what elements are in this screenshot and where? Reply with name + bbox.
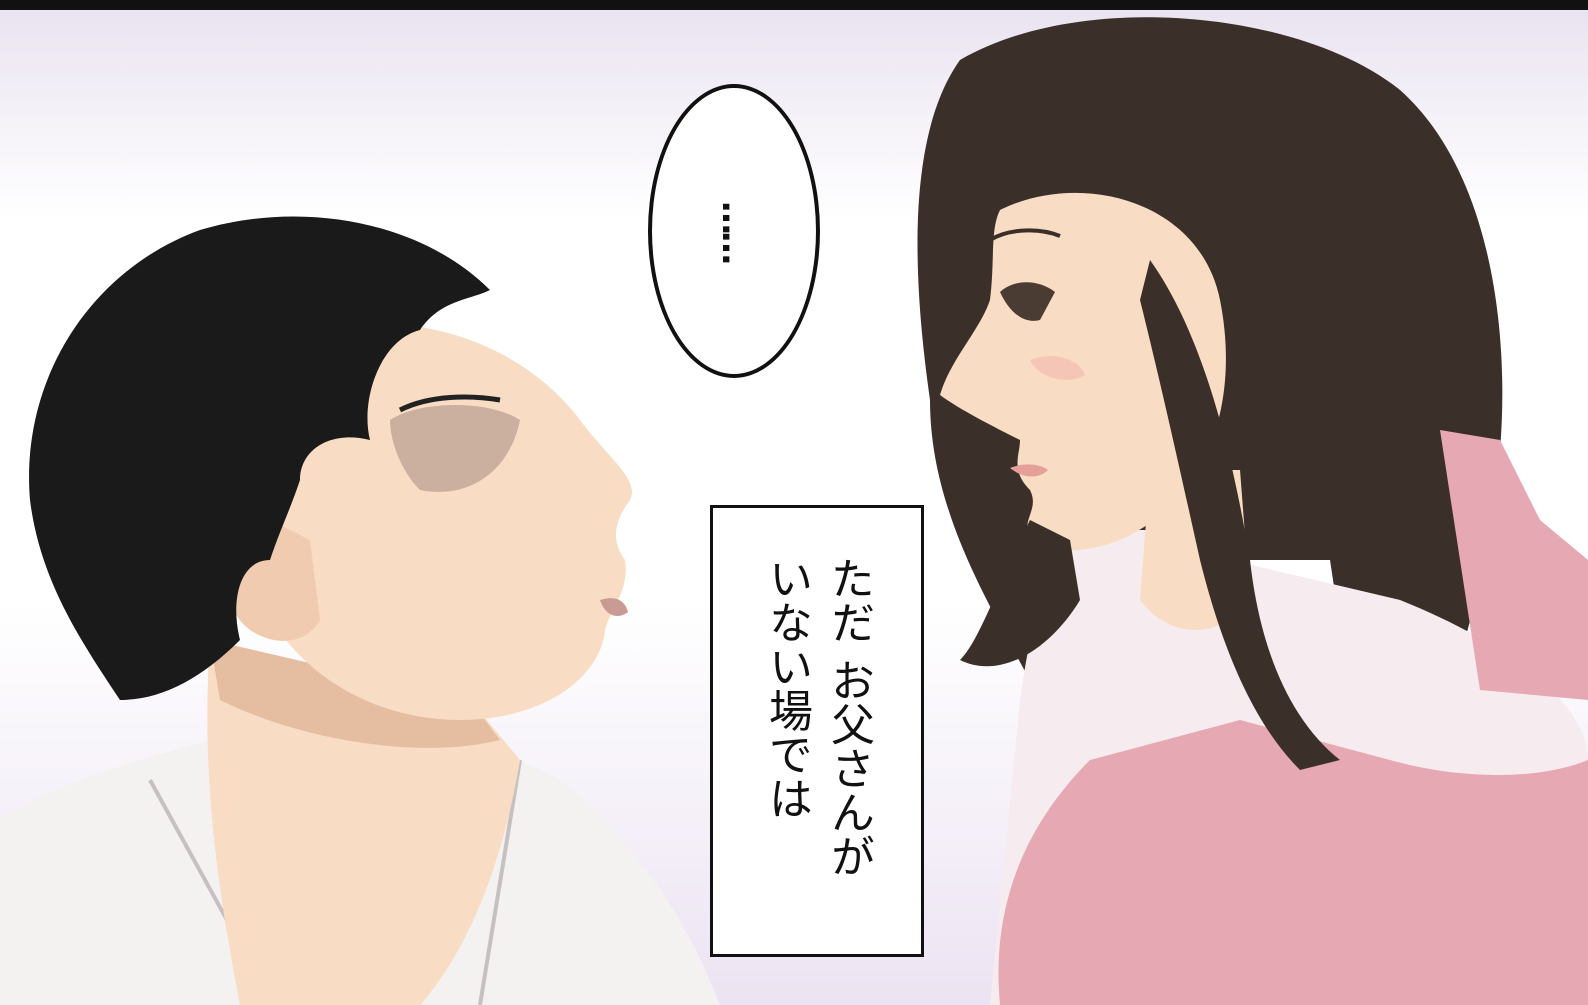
man-figure [0, 216, 720, 1005]
woman-hair-side-lock [1140, 260, 1340, 770]
woman-eyebrow [988, 228, 1061, 242]
man-lips [600, 598, 628, 616]
speech-bubble-text: …… [714, 201, 754, 261]
man-eye-shadow [390, 405, 520, 492]
narration-text: ただ お父さんがいない場では [755, 556, 879, 936]
woman-apron-strap [1440, 430, 1588, 700]
woman-hair-front [929, 59, 1260, 330]
woman-lips [1010, 464, 1048, 477]
narration-box: ただ お父さんがいない場では [710, 505, 924, 957]
woman-eye [1000, 282, 1055, 321]
narration-line: ただ お父さんが [823, 556, 874, 878]
woman-hair-lock-left [960, 520, 1080, 667]
panel-top-border [0, 0, 1588, 10]
man-shirt [0, 740, 720, 1005]
woman-cheek [1030, 355, 1085, 380]
woman-apron [998, 720, 1588, 1005]
speech-bubble: …… [648, 84, 820, 378]
woman-figure [917, 17, 1588, 1005]
narration-line: いない場では [761, 556, 812, 820]
man-closed-eye [398, 394, 501, 413]
man-hair [29, 216, 491, 700]
